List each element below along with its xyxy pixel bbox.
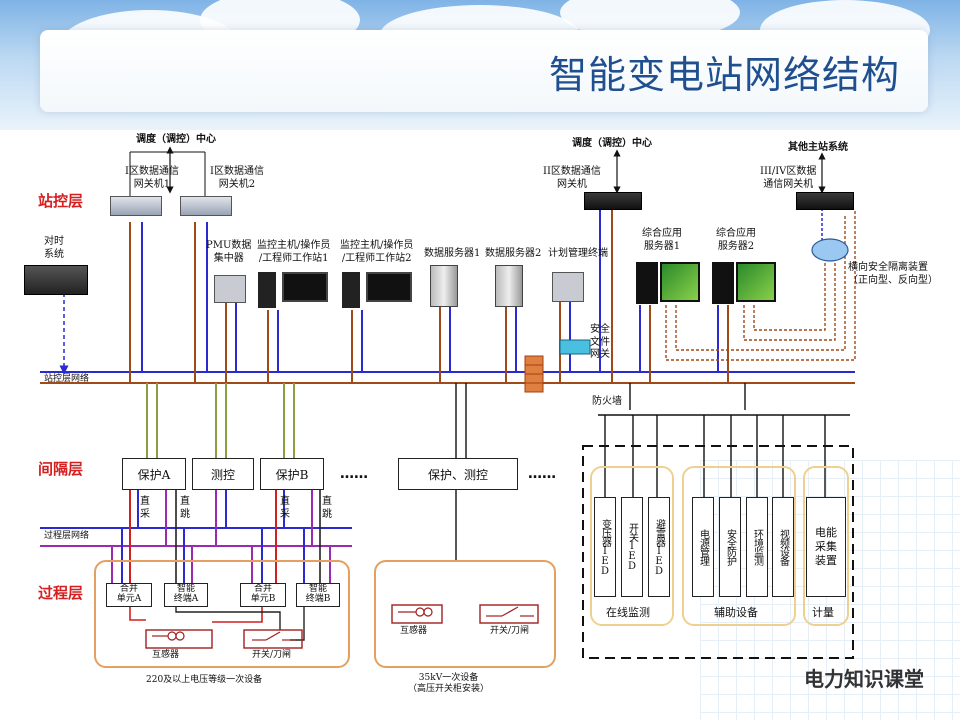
layer-label-process: 过程层 [38, 584, 84, 602]
aux-equipment-label: 辅助设备 [714, 606, 758, 619]
watermark: 电力知识课堂 [804, 667, 924, 691]
ellipsis-1: …… [340, 466, 368, 482]
security-gateway-symbol [559, 339, 591, 355]
monitor-icon [736, 262, 776, 302]
workstation-tower-icon [258, 272, 276, 308]
pmu-device-icon [214, 275, 246, 303]
switch-ied-box: 开关IED [621, 497, 643, 597]
time-sync-label: 对时 系统 [44, 236, 64, 260]
protection-measure-box: 保护、测控 [398, 458, 518, 490]
direct-trip-b-label: 直 跳 [322, 496, 332, 520]
server-icon [430, 265, 458, 307]
monitor1-label: 监控主机/操作员 /工程师工作站1 [257, 240, 331, 264]
app-server2-label: 综合应用 服务器2 [716, 228, 756, 252]
gateway-device-icon [180, 196, 232, 216]
firewall-label: 防火墙 [592, 396, 622, 407]
transformer-symbol [145, 629, 213, 649]
aux-equipment-group [682, 466, 796, 626]
gateway-device-icon [110, 196, 162, 216]
protection-b-box: 保护B [260, 458, 324, 490]
app-server-tower-icon [636, 262, 658, 304]
transformer-ied-box: 变压器IED [594, 497, 616, 597]
video-box: 视频设备 [772, 497, 794, 597]
gateway-device-icon [796, 192, 854, 210]
direct-trip-label: 直 跳 [180, 496, 190, 520]
measure-box: 测控 [192, 458, 254, 490]
isolation-device-symbol [811, 238, 849, 262]
protection-a-box: 保护A [122, 458, 186, 490]
aux-system-box [582, 445, 854, 659]
monitor2-label: 监控主机/操作员 /工程师工作站2 [340, 240, 414, 264]
direct-sample-b-label: 直 采 [280, 496, 290, 520]
metering-label: 计量 [812, 606, 834, 619]
ellipsis-2: …… [528, 466, 556, 482]
terminal-icon [552, 272, 584, 302]
plan-terminal-label: 计划管理终端 [548, 248, 608, 259]
arrester-ied-box: 避雷器IED [648, 497, 670, 597]
switch-left-label: 开关/刀闸 [252, 650, 292, 660]
metering-group [803, 466, 849, 626]
merge-unit-a-box: 合并 单元A [106, 583, 152, 607]
power-mgmt-box: 电源管理 [692, 497, 714, 597]
monitor-icon [282, 272, 328, 302]
gateway-zone1-2-label: I区数据通信 网关机2 [210, 166, 264, 190]
gateway-zone34-label: III/IV区数据 通信网关机 [760, 166, 817, 190]
other-master-label: 其他主站系统 [788, 142, 848, 153]
env-monitor-box: 环境监测 [746, 497, 768, 597]
security-box: 安全防护 [719, 497, 741, 597]
data-server2-label: 数据服务器2 [485, 248, 542, 259]
dispatch-center-left-label: 调度（调控）中心 [136, 134, 216, 145]
dispatch-center-mid-label: 调度（调控）中心 [572, 138, 652, 149]
smart-terminal-b-box: 智能 终端B [296, 583, 340, 607]
gateway-zone2-label: II区数据通信 网关机 [543, 166, 601, 190]
security-gateway-label: 安全 文件 网关 [590, 324, 610, 360]
online-monitor-label: 在线监测 [606, 606, 650, 619]
switch-right-label: 开关/刀闸 [490, 626, 530, 636]
online-monitor-group [590, 466, 674, 626]
data-server1-label: 数据服务器1 [424, 248, 481, 259]
transformer-right-label: 互感器 [400, 626, 428, 636]
switch-symbol [243, 629, 303, 649]
group-left-label: 220及以上电压等级一次设备 [146, 675, 263, 685]
gateway-zone1-1-label: I区数据通信 网关机1 [125, 166, 179, 190]
time-sync-device-icon [24, 265, 88, 295]
layer-label-station: 站控层 [38, 192, 84, 210]
server-icon [495, 265, 523, 307]
page-title: 智能变电站网络结构 [548, 53, 900, 97]
workstation-tower-icon [342, 272, 360, 308]
layer-label-bay: 间隔层 [38, 460, 84, 478]
pmu-label: PMU数据 集中器 [206, 240, 252, 264]
isolation-label: 横向安全隔离装置 （正向型、反向型） [848, 262, 938, 286]
process-group-right [374, 560, 556, 668]
app-server1-label: 综合应用 服务器1 [642, 228, 682, 252]
transformer-left-label: 互感器 [152, 650, 180, 660]
process-group-left [94, 560, 350, 668]
smart-terminal-a-box: 智能 终端A [164, 583, 208, 607]
merge-unit-b-box: 合并 单元B [240, 583, 286, 607]
title-banner [40, 30, 928, 112]
gateway-device-icon [584, 192, 642, 210]
direct-sample-label: 直 采 [140, 496, 150, 520]
monitor-icon [366, 272, 412, 302]
energy-collect-box: 电能 采集 装置 [806, 497, 846, 597]
station-network-label: 站控层网络 [44, 374, 90, 384]
group-right-label: 35kV一次设备 （高压开关柜安装） [408, 673, 490, 695]
app-server-tower-icon [712, 262, 734, 304]
process-network-label: 过程层网络 [44, 531, 90, 541]
monitor-icon [660, 262, 700, 302]
